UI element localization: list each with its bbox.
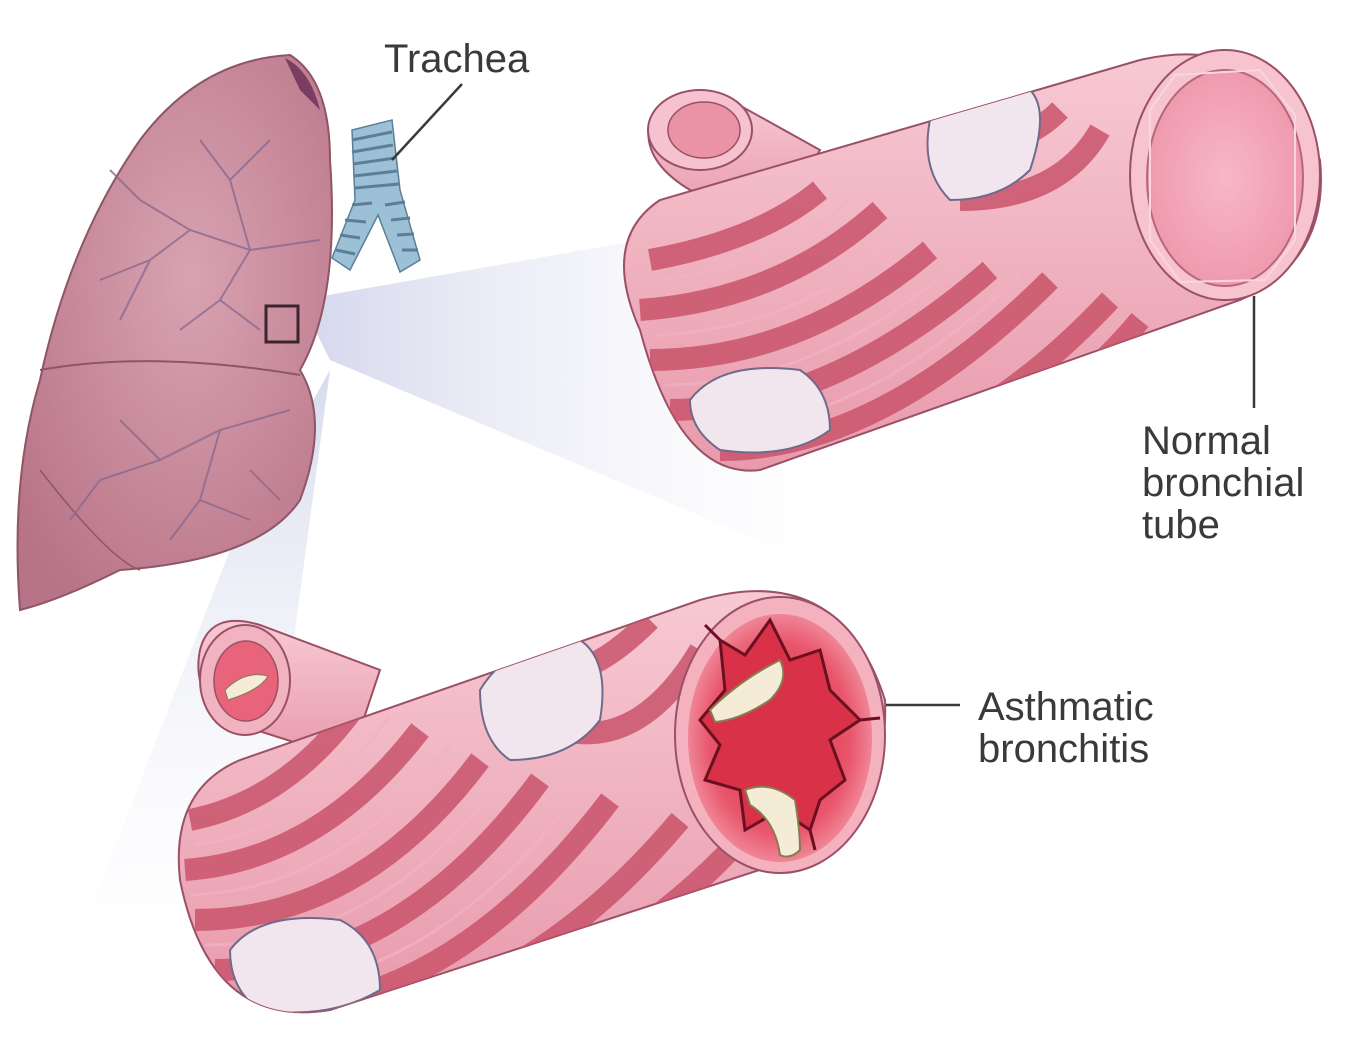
trachea-label-text: Trachea xyxy=(384,38,529,80)
asthmatic-label-line-2: bronchitis xyxy=(978,728,1154,770)
normal-label-line-3: tube xyxy=(1142,504,1304,546)
asthmatic-bronchial-tube xyxy=(179,591,885,1020)
normal-bronchial-tube-label: Normal bronchial tube xyxy=(1142,420,1304,546)
asthmatic-label-line-1: Asthmatic xyxy=(978,686,1154,728)
asthmatic-bronchitis-label: Asthmatic bronchitis xyxy=(978,686,1154,770)
trachea-label: Trachea xyxy=(384,38,529,80)
normal-label-line-1: Normal xyxy=(1142,420,1304,462)
trachea-leader xyxy=(392,84,462,160)
normal-label-line-2: bronchial xyxy=(1142,462,1304,504)
normal-bronchial-tube xyxy=(624,50,1321,471)
